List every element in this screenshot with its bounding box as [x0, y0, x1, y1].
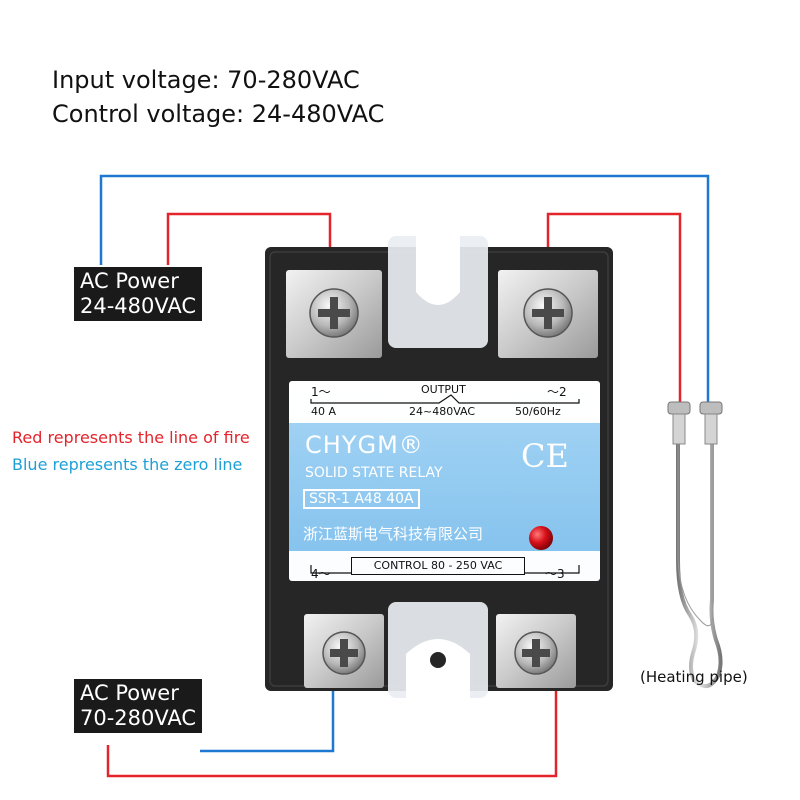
fire-line-top — [166, 212, 332, 265]
ac-power-bottom-line2: 70-280VAC — [80, 706, 197, 730]
terminal-4-label: 4～ — [311, 567, 331, 581]
ac-power-bottom-label: AC Power 70-280VAC — [74, 679, 203, 733]
ac-power-top-line1: AC Power — [80, 269, 179, 293]
zero-line-bottom — [200, 688, 335, 753]
output-bracket — [310, 394, 580, 404]
model-number: SSR-1 A48 40A — [303, 489, 420, 509]
terminal-3-label: ～3 — [545, 567, 565, 581]
terminal-2-label: ～2 — [547, 385, 567, 399]
legend-fire-line: Red represents the line of fire — [12, 428, 250, 447]
screw-icon — [309, 288, 359, 338]
company-name: 浙江蓝斯电气科技有限公司 — [303, 525, 484, 543]
input-voltage-heading: Input voltage: 70-280VAC — [52, 66, 360, 94]
zero-line-top — [99, 174, 710, 402]
fire-line-heater — [546, 212, 682, 402]
output-current: 40 A — [311, 405, 337, 418]
screw-icon — [514, 631, 558, 675]
indicator-led — [529, 526, 553, 550]
control-voltage-heading: Control voltage: 24-480VAC — [52, 100, 385, 128]
control-voltage-box: CONTROL 80 - 250 VAC — [351, 557, 525, 575]
ac-power-bottom-line1: AC Power — [80, 681, 179, 705]
product-subtitle: SOLID STATE RELAY — [305, 465, 443, 481]
ac-power-top-line2: 24-480VAC — [80, 294, 197, 318]
frequency-label: 50/60Hz — [515, 405, 561, 418]
control-bracket — [310, 565, 580, 574]
ce-mark: CE — [521, 437, 569, 475]
terminal-1-label: 1～ — [311, 385, 331, 399]
output-label: OUTPUT — [421, 383, 466, 396]
screw-icon — [523, 288, 573, 338]
brand-name: CHYGM® — [305, 431, 424, 459]
screw-icon — [322, 631, 366, 675]
output-voltage: 24~480VAC — [409, 405, 476, 418]
heating-pipe — [667, 401, 723, 688]
legend-zero-line: Blue represents the zero line — [12, 455, 243, 474]
fire-line-bottom — [106, 688, 558, 778]
heating-pipe-label: (Heating pipe) — [640, 668, 748, 686]
ac-power-top-label: AC Power 24-480VAC — [74, 267, 203, 321]
